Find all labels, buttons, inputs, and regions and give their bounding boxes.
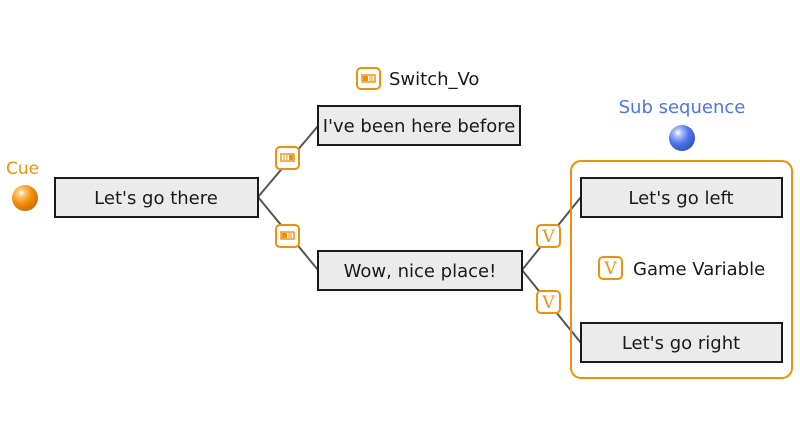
switch-legend-label: Switch_Vo bbox=[389, 69, 479, 90]
variable-legend-label: Game Variable bbox=[633, 259, 765, 280]
switch-icon bbox=[356, 67, 381, 90]
orange-sphere-icon bbox=[12, 185, 38, 211]
node-var-bottom[interactable]: Let's go right bbox=[580, 322, 783, 363]
blue-sphere-icon bbox=[669, 125, 695, 151]
variable-badge-bottom-glyph: V bbox=[541, 293, 555, 313]
sub-sequence-label: Sub sequence bbox=[619, 97, 746, 118]
node-switch-top-label: I've been here before bbox=[323, 116, 516, 137]
variable-icon-glyph: V bbox=[603, 259, 617, 279]
node-var-top-label: Let's go left bbox=[628, 188, 733, 209]
cue-label: Cue bbox=[6, 159, 39, 179]
node-root-label: Let's go there bbox=[94, 188, 218, 209]
variable-badge-top[interactable]: V bbox=[536, 224, 561, 248]
switch-badge-bottom[interactable] bbox=[275, 224, 300, 248]
node-var-bottom-label: Let's go right bbox=[622, 333, 740, 354]
variable-badge-bottom[interactable]: V bbox=[536, 290, 561, 314]
switch-badge-top[interactable] bbox=[275, 146, 300, 170]
connectors bbox=[257, 125, 582, 344]
node-switch-top[interactable]: I've been here before bbox=[317, 105, 521, 146]
variable-badge-top-glyph: V bbox=[541, 227, 555, 247]
switch-legend: Switch_Vo bbox=[356, 67, 479, 90]
sub-sequence-container[interactable] bbox=[570, 160, 793, 379]
variable-icon: V bbox=[598, 256, 623, 280]
node-root[interactable]: Let's go there bbox=[54, 177, 259, 218]
node-var-top[interactable]: Let's go left bbox=[580, 177, 783, 218]
node-switch-bottom[interactable]: Wow, nice place! bbox=[317, 250, 523, 291]
variable-legend: V Game Variable bbox=[598, 256, 765, 280]
node-switch-bottom-label: Wow, nice place! bbox=[344, 261, 497, 282]
